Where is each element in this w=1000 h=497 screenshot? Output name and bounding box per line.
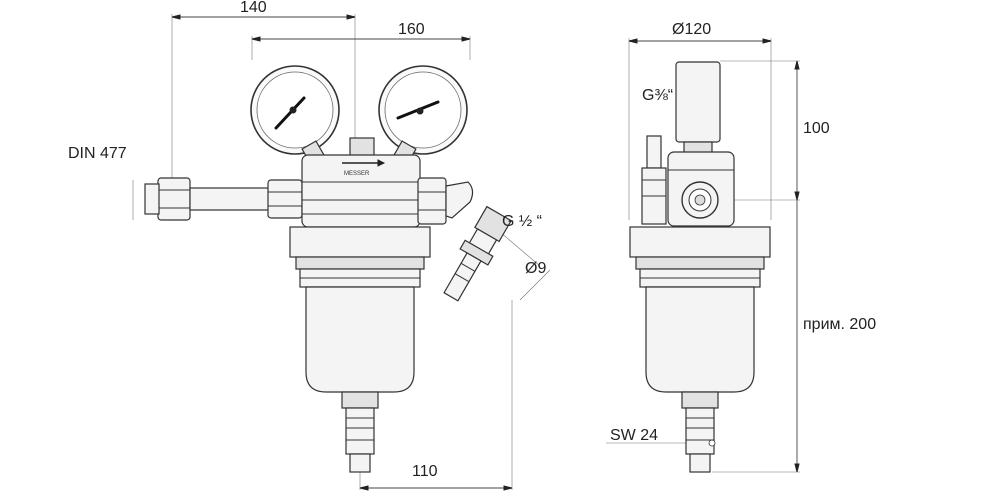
regulator-side-view bbox=[629, 61, 771, 473]
g-half-inch-label: G ½ “ bbox=[502, 213, 542, 230]
dimension-lines-front bbox=[132, 14, 551, 491]
diameter-120-label: Ø120 bbox=[672, 21, 711, 38]
right-pressure-gauge bbox=[378, 65, 468, 155]
din-477-label: DIN 477 bbox=[68, 145, 127, 162]
sw-24-label: SW 24 bbox=[610, 427, 658, 444]
dimension-110-label: 110 bbox=[412, 463, 438, 480]
left-pressure-gauge bbox=[250, 65, 340, 155]
dimension-160-label: 160 bbox=[398, 21, 425, 38]
regulator-upper-body: MESSER bbox=[301, 154, 421, 228]
dimension-labels: 140 160 DIN 477 G ½ “ Ø9 110 Ø120 G⅜“ 10… bbox=[68, 0, 876, 480]
outlet-valve bbox=[417, 177, 512, 302]
brand-label: MESSER bbox=[344, 171, 370, 177]
approx-200-label: прим. 200 bbox=[803, 316, 876, 333]
diameter-9-label: Ø9 bbox=[525, 260, 546, 277]
g-three-eighths-label: G⅜“ bbox=[642, 87, 673, 104]
dimension-140-label: 140 bbox=[240, 0, 267, 16]
inlet-connection bbox=[144, 177, 303, 221]
regulator-front-view: MESSER bbox=[144, 65, 512, 473]
dimension-100-label: 100 bbox=[803, 120, 830, 137]
dimension-lines-side bbox=[606, 38, 800, 473]
regulator-bowl bbox=[305, 286, 415, 393]
